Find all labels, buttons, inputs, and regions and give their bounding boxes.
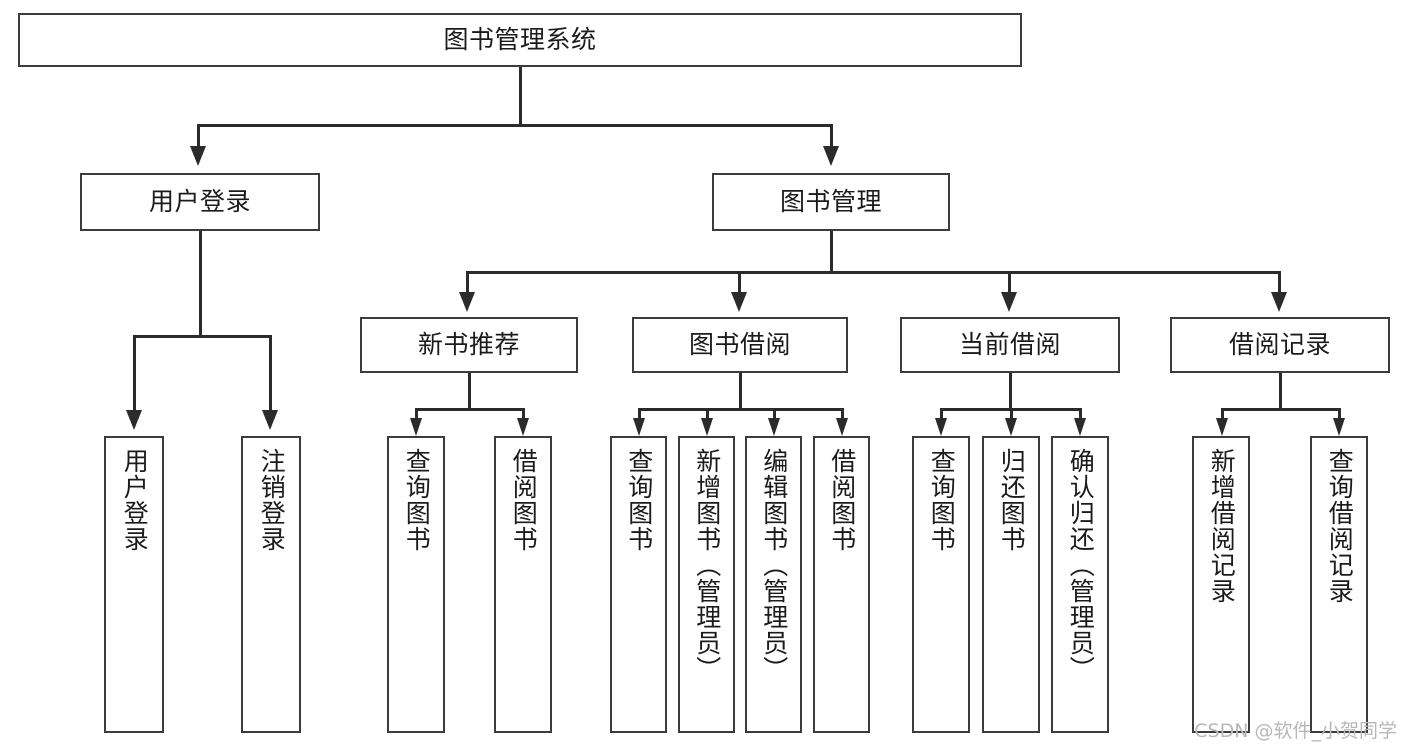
arrow-to-book-manage <box>823 146 839 166</box>
node-label: 图书借阅 <box>688 330 791 360</box>
connector-bm-drop-2 <box>738 271 741 295</box>
watermark-text: CSDN @软件_小贺同学 <box>1194 720 1397 742</box>
arrow-to-leaf-bb-add <box>701 418 713 436</box>
node-label: 新书推荐 <box>417 330 520 360</box>
node-label: 查询图书 <box>927 448 957 552</box>
connector-bb-drop-3 <box>773 408 776 420</box>
connector-cb-drop-3 <box>1079 408 1082 420</box>
leaf-cb-return-book[interactable]: 归还图书 <box>982 436 1040 733</box>
arrow-to-current-borrow <box>1001 292 1017 312</box>
connector-bb-drop-2 <box>706 408 709 420</box>
node-label: 查询图书 <box>402 448 432 552</box>
arrow-to-leaf-logout <box>262 410 278 430</box>
arrow-to-leaf-cb-return <box>1005 418 1017 436</box>
node-user-login[interactable]: 用户登录 <box>80 173 320 231</box>
node-label: 借阅图书 <box>509 448 539 552</box>
arrow-to-book-borrow <box>731 292 747 312</box>
node-label: 新增图书（管理员） <box>692 448 722 682</box>
node-label: 新增借阅记录 <box>1207 448 1237 604</box>
node-label: 注销登录 <box>257 448 287 552</box>
node-label: 确认归还（管理员） <box>1066 448 1096 682</box>
connector-br-drop-2 <box>1338 408 1341 420</box>
node-new-book-recommend[interactable]: 新书推荐 <box>360 317 578 373</box>
node-label: 查询借阅记录 <box>1325 448 1355 604</box>
connector-nbr-drop-1 <box>415 408 418 420</box>
node-label: 图书管理 <box>779 187 882 217</box>
arrow-to-borrow-record <box>1271 292 1287 312</box>
connector-nbr-drop-2 <box>522 408 525 420</box>
connector-book-manage-stem <box>830 231 833 273</box>
leaf-bb-borrow-book[interactable]: 借阅图书 <box>813 436 870 733</box>
connector-user-login-stem <box>199 231 202 337</box>
arrow-to-leaf-br-query <box>1333 418 1345 436</box>
arrow-to-leaf-cb-confirm <box>1074 418 1086 436</box>
leaf-bb-add-book-admin[interactable]: 新增图书（管理员） <box>678 436 735 733</box>
arrow-to-leaf-nbr-query <box>410 418 422 436</box>
arrow-to-leaf-user-login <box>126 410 142 430</box>
connector-cb-stem <box>1009 373 1012 411</box>
connector-bb-drop-1 <box>638 408 641 420</box>
node-borrow-record[interactable]: 借阅记录 <box>1170 317 1390 373</box>
arrow-to-leaf-cb-query <box>935 418 947 436</box>
arrow-to-user-login <box>190 146 206 166</box>
arrow-to-new-book-recommend <box>459 292 475 312</box>
connector-user-login-drop-1 <box>133 335 136 413</box>
leaf-bb-edit-book-admin[interactable]: 编辑图书（管理员） <box>745 436 802 733</box>
node-label: 借阅记录 <box>1228 330 1331 360</box>
connector-br-stem <box>1279 373 1282 411</box>
connector-root-bar <box>197 124 833 127</box>
connector-book-manage-bar <box>466 271 1281 274</box>
arrow-to-leaf-bb-edit <box>768 418 780 436</box>
connector-user-login-bar <box>133 335 271 338</box>
arrow-to-leaf-bb-borrow <box>836 418 848 436</box>
leaf-br-add-record[interactable]: 新增借阅记录 <box>1192 436 1250 733</box>
arrow-to-leaf-br-add <box>1216 418 1228 436</box>
node-label: 借阅图书 <box>827 448 857 552</box>
node-book-borrow[interactable]: 图书借阅 <box>632 317 848 373</box>
connector-root-stem <box>519 67 522 125</box>
connector-bm-drop-4 <box>1278 271 1281 295</box>
leaf-nbr-query-book[interactable]: 查询图书 <box>387 436 445 733</box>
arrow-to-leaf-nbr-borrow <box>517 418 529 436</box>
node-label: 图书管理系统 <box>443 25 597 55</box>
connector-cb-drop-1 <box>940 408 943 420</box>
node-label: 用户登录 <box>148 187 251 217</box>
arrow-to-leaf-bb-query <box>633 418 645 436</box>
node-label: 查询图书 <box>624 448 654 552</box>
node-label: 编辑图书（管理员） <box>759 448 789 682</box>
connector-cb-drop-2 <box>1010 408 1013 420</box>
connector-br-bar <box>1221 408 1341 411</box>
connector-bb-drop-4 <box>841 408 844 420</box>
node-root-system[interactable]: 图书管理系统 <box>18 13 1022 67</box>
node-label: 归还图书 <box>997 448 1027 552</box>
leaf-nbr-borrow-book[interactable]: 借阅图书 <box>494 436 552 733</box>
node-label: 用户登录 <box>120 448 150 552</box>
connector-nbr-stem <box>468 373 471 411</box>
node-current-borrow[interactable]: 当前借阅 <box>900 317 1120 373</box>
node-book-management[interactable]: 图书管理 <box>712 173 950 231</box>
connector-bm-drop-1 <box>466 271 469 295</box>
connector-user-login-drop-2 <box>269 335 272 413</box>
leaf-logout[interactable]: 注销登录 <box>241 436 301 733</box>
leaf-bb-query-book[interactable]: 查询图书 <box>610 436 667 733</box>
connector-br-drop-1 <box>1221 408 1224 420</box>
leaf-user-login[interactable]: 用户登录 <box>104 436 164 733</box>
leaf-cb-confirm-return-admin[interactable]: 确认归还（管理员） <box>1051 436 1109 733</box>
node-label: 当前借阅 <box>958 330 1061 360</box>
connector-bb-stem <box>739 373 742 411</box>
connector-bm-drop-3 <box>1008 271 1011 295</box>
connector-root-to-book-manage <box>830 124 833 149</box>
leaf-br-query-record[interactable]: 查询借阅记录 <box>1310 436 1368 733</box>
connector-bb-bar <box>638 408 844 411</box>
leaf-cb-query-book[interactable]: 查询图书 <box>912 436 970 733</box>
connector-nbr-bar <box>415 408 525 411</box>
connector-root-to-user-login <box>197 124 200 149</box>
